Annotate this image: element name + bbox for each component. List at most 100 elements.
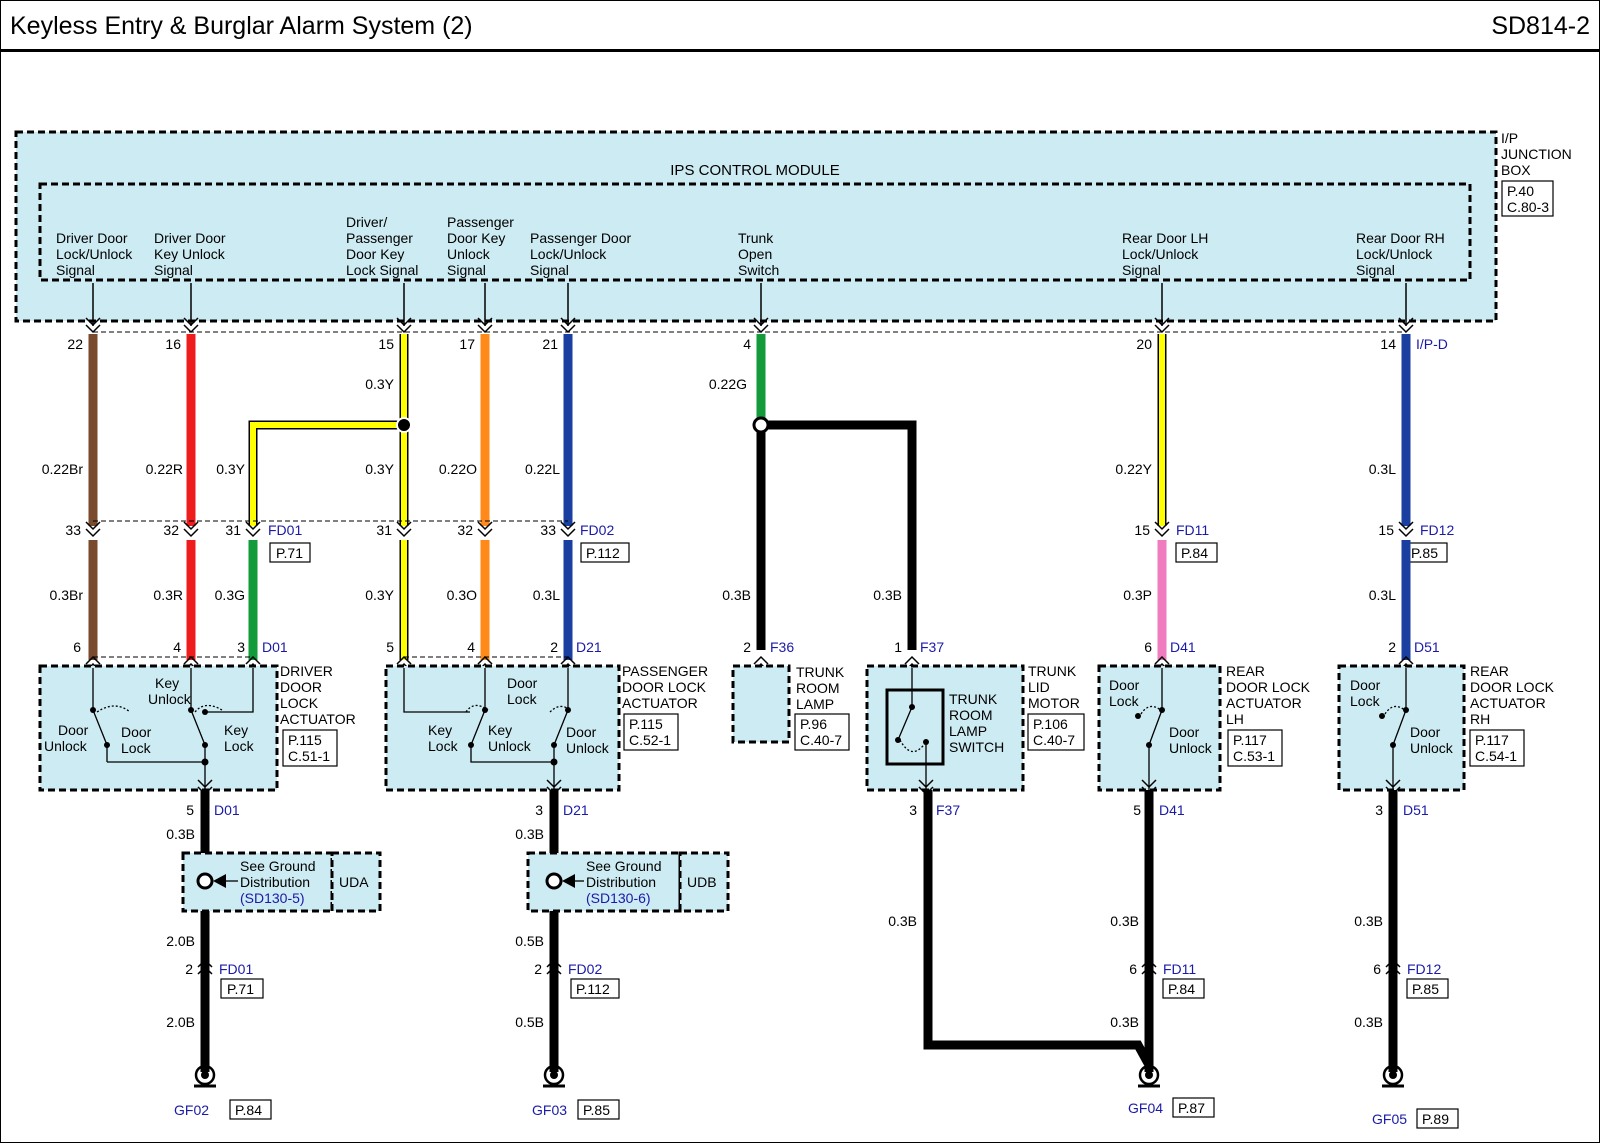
svg-text:0.3B: 0.3B bbox=[166, 826, 195, 842]
svg-text:0.3Y: 0.3Y bbox=[216, 461, 245, 477]
svg-text:0.3Y: 0.3Y bbox=[365, 461, 394, 477]
svg-text:Unlock: Unlock bbox=[148, 691, 192, 707]
svg-text:Driver Door: Driver Door bbox=[154, 230, 226, 246]
svg-text:MOTOR: MOTOR bbox=[1028, 695, 1080, 711]
svg-text:See Ground: See Ground bbox=[240, 858, 316, 874]
svg-text:Lock: Lock bbox=[1350, 693, 1381, 709]
lower-fd-connectors: 2 FD01 P.71 2 FD02 P.112 6 FD11 P.84 6 F… bbox=[185, 959, 1449, 999]
svg-text:3: 3 bbox=[1375, 802, 1383, 818]
svg-text:D51: D51 bbox=[1403, 802, 1429, 818]
svg-text:D41: D41 bbox=[1170, 639, 1196, 655]
ground-points: GF02 P.84 GF03 P.85 GF04 P.87 GF05 P.89 bbox=[174, 1064, 1459, 1129]
svg-text:Door: Door bbox=[507, 675, 538, 691]
svg-text:TRUNK: TRUNK bbox=[1028, 663, 1077, 679]
svg-text:Door Key: Door Key bbox=[346, 246, 404, 262]
svg-text:14: 14 bbox=[1380, 336, 1396, 352]
svg-text:5: 5 bbox=[386, 639, 394, 655]
svg-text:Signal: Signal bbox=[1122, 262, 1161, 278]
svg-text:0.3Br: 0.3Br bbox=[50, 587, 84, 603]
svg-text:RH: RH bbox=[1470, 711, 1490, 727]
fd02-ref-box bbox=[580, 542, 630, 563]
svg-text:Unlock: Unlock bbox=[447, 246, 491, 262]
svg-text:0.3L: 0.3L bbox=[533, 587, 560, 603]
svg-text:15: 15 bbox=[1134, 522, 1150, 538]
svg-text:2: 2 bbox=[1388, 639, 1396, 655]
svg-text:2: 2 bbox=[550, 639, 558, 655]
svg-text:32: 32 bbox=[457, 522, 473, 538]
svg-text:Unlock: Unlock bbox=[1169, 740, 1213, 756]
svg-text:1: 1 bbox=[894, 639, 902, 655]
connector-fd12: FD12 bbox=[1420, 522, 1454, 538]
svg-text:C.52-1: C.52-1 bbox=[629, 732, 671, 748]
svg-text:D21: D21 bbox=[576, 639, 602, 655]
svg-text:P.115: P.115 bbox=[288, 732, 322, 748]
svg-text:Lock: Lock bbox=[1109, 693, 1140, 709]
svg-text:2: 2 bbox=[185, 961, 193, 977]
svg-text:Driver Door: Driver Door bbox=[56, 230, 128, 246]
svg-text:P.96: P.96 bbox=[800, 716, 827, 732]
svg-text:Key: Key bbox=[224, 722, 248, 738]
svg-text:TRUNK: TRUNK bbox=[949, 691, 998, 707]
svg-text:0.3Y: 0.3Y bbox=[365, 376, 394, 392]
svg-text:FD02: FD02 bbox=[568, 961, 602, 977]
svg-text:F36: F36 bbox=[770, 639, 794, 655]
svg-text:0.22O: 0.22O bbox=[439, 461, 477, 477]
svg-text:Signal: Signal bbox=[1356, 262, 1395, 278]
svg-text:0.3O: 0.3O bbox=[447, 587, 477, 603]
fd11-ref: P.84 bbox=[1181, 545, 1208, 561]
svg-text:17: 17 bbox=[459, 336, 475, 352]
svg-text:P.71: P.71 bbox=[227, 981, 254, 997]
svg-text:C.51-1: C.51-1 bbox=[288, 748, 330, 764]
svg-text:Lock: Lock bbox=[121, 740, 152, 756]
module-title: IPS CONTROL MODULE bbox=[670, 162, 839, 179]
svg-text:6: 6 bbox=[1129, 961, 1137, 977]
svg-text:0.3Y: 0.3Y bbox=[365, 587, 394, 603]
svg-text:0.3B: 0.3B bbox=[722, 587, 751, 603]
svg-text:5: 5 bbox=[1133, 802, 1141, 818]
svg-text:D01: D01 bbox=[214, 802, 240, 818]
connector-fd02: FD02 bbox=[580, 522, 614, 538]
svg-text:ACTUATOR: ACTUATOR bbox=[280, 711, 356, 727]
svg-text:2.0B: 2.0B bbox=[166, 933, 195, 949]
svg-text:C.40-7: C.40-7 bbox=[800, 732, 842, 748]
svg-text:D21: D21 bbox=[563, 802, 589, 818]
svg-text:Door: Door bbox=[1350, 677, 1381, 693]
svg-text:0.3L: 0.3L bbox=[1369, 587, 1396, 603]
svg-text:C.53-1: C.53-1 bbox=[1233, 748, 1275, 764]
fd02-ref: P.112 bbox=[586, 545, 620, 561]
svg-text:Door: Door bbox=[58, 722, 89, 738]
diagram-code: SD814-2 bbox=[1491, 12, 1590, 40]
svg-text:Lock: Lock bbox=[428, 738, 459, 754]
svg-text:22: 22 bbox=[67, 336, 83, 352]
svg-text:0.5B: 0.5B bbox=[515, 1014, 544, 1030]
svg-text:P.85: P.85 bbox=[583, 1102, 610, 1118]
splice-point bbox=[396, 417, 412, 433]
ips-control-module bbox=[38, 182, 1472, 282]
svg-text:UDA: UDA bbox=[339, 874, 369, 890]
svg-text:0.22L: 0.22L bbox=[525, 461, 560, 477]
fd12-ref: P.85 bbox=[1411, 545, 1438, 561]
svg-text:0.3L: 0.3L bbox=[1369, 461, 1396, 477]
svg-text:2.0B: 2.0B bbox=[166, 1014, 195, 1030]
svg-text:Passenger: Passenger bbox=[447, 214, 514, 230]
trunk-wires bbox=[756, 420, 1153, 1068]
svg-text:UDB: UDB bbox=[687, 874, 717, 890]
svg-text:GF02: GF02 bbox=[174, 1102, 209, 1118]
svg-text:Unlock: Unlock bbox=[566, 740, 610, 756]
svg-text:4: 4 bbox=[467, 639, 475, 655]
svg-text:Key: Key bbox=[488, 722, 512, 738]
connector-fd01: FD01 bbox=[268, 522, 302, 538]
svg-text:ACTUATOR: ACTUATOR bbox=[1470, 695, 1546, 711]
svg-text:20: 20 bbox=[1136, 336, 1152, 352]
page-title: Keyless Entry & Burglar Alarm System (2) bbox=[10, 12, 473, 40]
svg-text:SWITCH: SWITCH bbox=[949, 739, 1004, 755]
splice-point bbox=[752, 416, 770, 434]
junction-box-ref bbox=[1501, 180, 1554, 217]
svg-text:ACTUATOR: ACTUATOR bbox=[1226, 695, 1302, 711]
